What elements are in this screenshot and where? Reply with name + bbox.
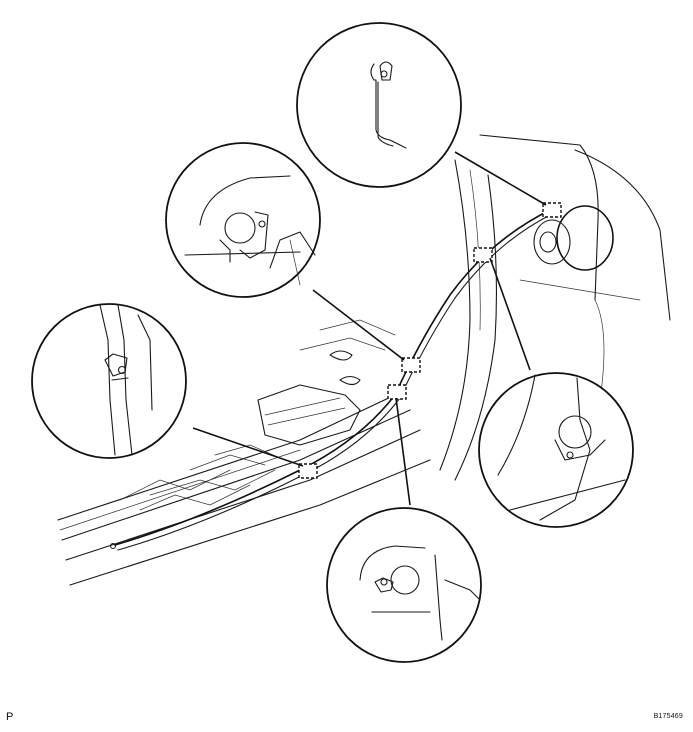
callout-upper-left [165, 142, 321, 298]
figure-code: B175469 [653, 713, 683, 720]
callout-top [296, 22, 462, 188]
callout-left [31, 303, 187, 459]
clip-marker-3 [401, 357, 421, 373]
callout-bottom [326, 507, 482, 663]
callout-right [478, 372, 634, 528]
leader-lines [192, 151, 547, 506]
page-letter: P [6, 711, 14, 723]
cable-route [109, 209, 553, 551]
clip-marker-1 [542, 202, 562, 218]
clip-marker-2 [473, 247, 493, 263]
clip-markers [298, 202, 562, 479]
clip-marker-4 [387, 384, 407, 400]
clip-marker-5 [298, 463, 318, 479]
vehicle-body-outline [57, 134, 671, 586]
